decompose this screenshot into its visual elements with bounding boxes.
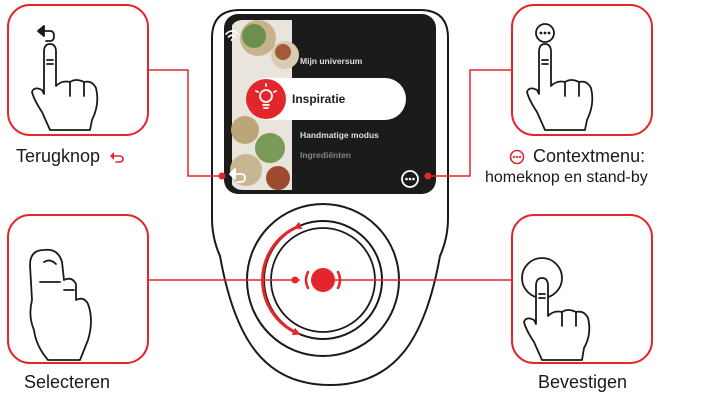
back-arrow-icon <box>109 150 125 164</box>
callout-box-confirm <box>512 215 652 363</box>
caption-context: Contextmenu: <box>509 146 645 167</box>
callout-box-select <box>8 215 148 363</box>
caption-confirm: Bevestigen <box>538 372 627 393</box>
menu-item-handmatige-modus[interactable]: Handmatige modus <box>300 130 379 140</box>
caption-back: Terugknop <box>16 146 125 167</box>
caption-context-sublabel: homeknop en stand-by <box>485 169 648 187</box>
caption-select: Selecteren <box>24 372 110 393</box>
context-menu-icon <box>509 149 525 165</box>
menu-item-mijn-universum[interactable]: Mijn universum <box>300 56 362 66</box>
caption-context-label: Contextmenu: <box>533 146 645 166</box>
callout-box-back <box>8 5 148 135</box>
caption-back-label: Terugknop <box>16 146 100 166</box>
menu-item-inspiratie[interactable]: Inspiratie <box>292 92 345 106</box>
menu-item-ingredienten[interactable]: Ingrediënten <box>300 150 351 160</box>
callout-box-context <box>512 5 652 135</box>
